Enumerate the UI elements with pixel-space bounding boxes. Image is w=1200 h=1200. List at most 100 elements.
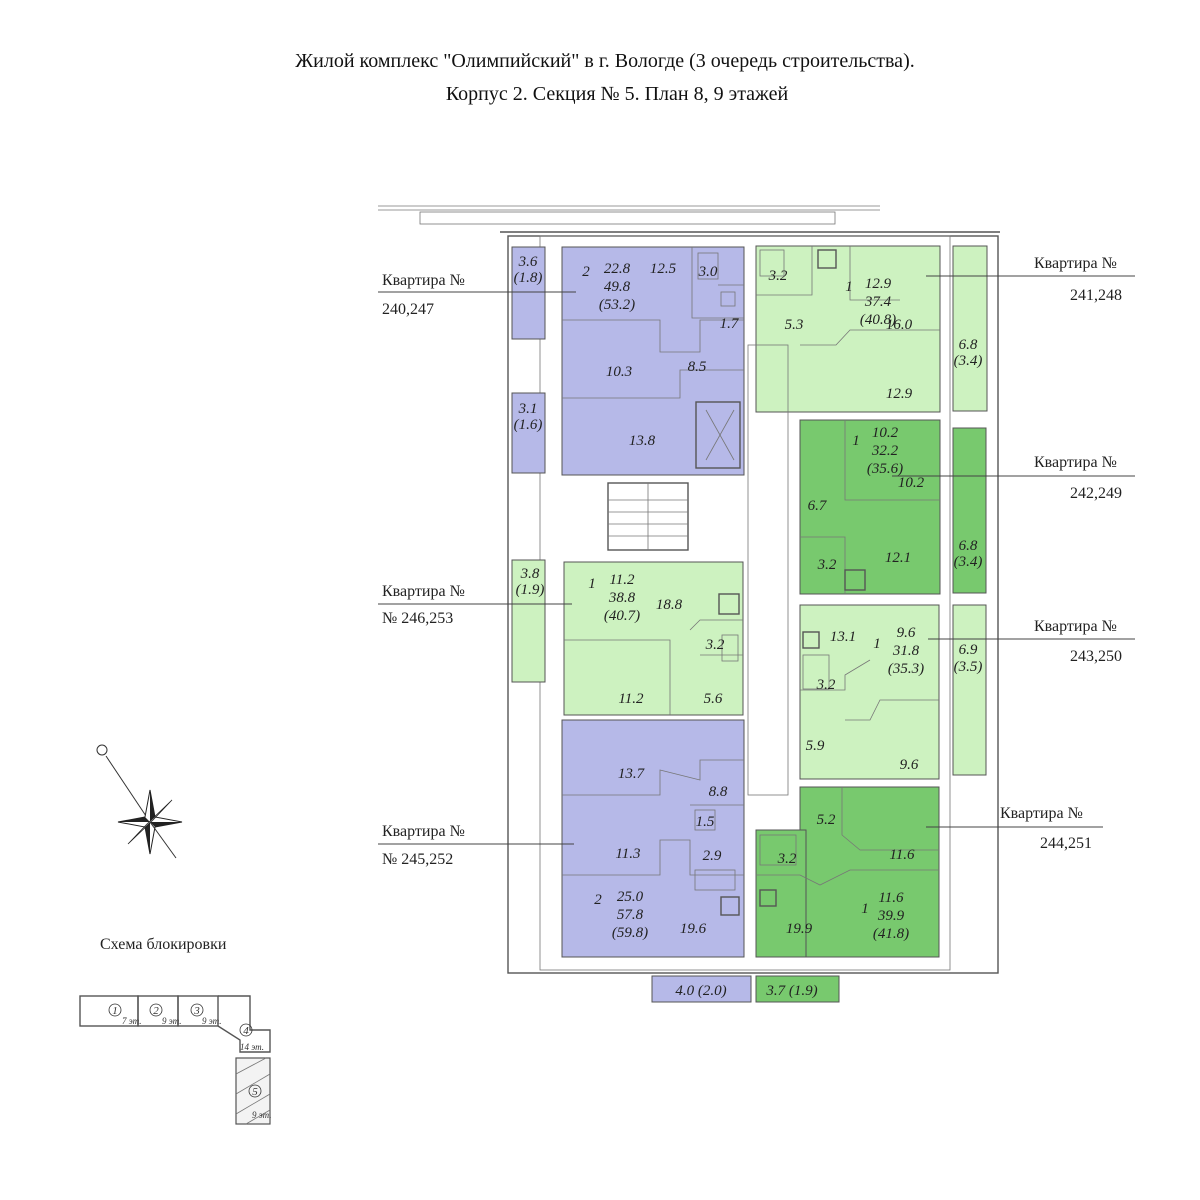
scheme-block-2: 2 xyxy=(153,1005,159,1017)
apt-245-label: Квартира № xyxy=(382,823,465,840)
apt-245-living-area: 25.0 xyxy=(617,889,644,905)
apartment-245-252[interactable] xyxy=(561,719,752,1003)
apartment-244-251[interactable] xyxy=(755,786,940,1003)
room-area-a241-hall: 5.3 xyxy=(785,317,804,333)
label-apt-245-252[interactable]: Квартира № № 245,252 xyxy=(378,823,574,868)
room-area-a246-kitchen: 18.8 xyxy=(656,597,683,613)
scheme-block-4: 4 xyxy=(243,1025,249,1037)
room-area-a240-kitchen: 12.5 xyxy=(650,261,677,277)
apt-241-label: Квартира № xyxy=(1034,255,1117,272)
room-area-a244-hall: 5.2 xyxy=(817,812,836,828)
apt-245-numbers: № 245,252 xyxy=(382,851,453,868)
room-area-a243-kitchen: 13.1 xyxy=(830,629,856,645)
scheme-floors-1: 7 эт. xyxy=(122,1016,141,1026)
room-area-a240-balcony2: 3.1 xyxy=(518,401,538,417)
apt-243-total-area: 31.8 xyxy=(892,643,920,659)
apt-242-total-with-balcony: (35.6) xyxy=(867,461,903,477)
room-area-a241-room: 12.9 xyxy=(886,386,913,402)
apt-240-living-area: 22.8 xyxy=(604,261,631,277)
room-area-a245-hall: 8.8 xyxy=(709,784,728,800)
room-area-a244-balcony: 3.7 (1.9) xyxy=(765,983,817,999)
room-area-a242-balcony-eff: (3.4) xyxy=(954,554,983,570)
room-area-a245-wc: 1.5 xyxy=(696,814,715,830)
room-area-a240-bath: 3.0 xyxy=(698,264,718,280)
room-area-a245-balcony: 4.0 (2.0) xyxy=(675,983,726,999)
plan-title-line2: Корпус 2. Секция № 5. План 8, 9 этажей xyxy=(446,83,789,105)
room-area-a246-balcony-eff: (1.9) xyxy=(516,582,545,598)
apartment-246-253[interactable] xyxy=(511,559,744,716)
apt-240-label: Квартира № xyxy=(382,272,465,289)
label-apt-240-247[interactable]: Квартира № 240,247 xyxy=(378,272,576,318)
room-area-a243-bath: 3.2 xyxy=(816,677,836,693)
room-area-a243-balcony-eff: (3.5) xyxy=(954,659,983,675)
apt-242-total-area: 32.2 xyxy=(871,443,899,459)
apt-243-numbers: 243,250 xyxy=(1070,648,1122,665)
room-area-a246-bath: 3.2 xyxy=(705,637,725,653)
label-apt-246-253[interactable]: Квартира № № 246,253 xyxy=(378,583,572,627)
apt-244-living-area: 11.6 xyxy=(878,890,904,906)
room-area-a244-kitchen: 19.9 xyxy=(786,921,813,937)
apt-244-label: Квартира № xyxy=(1000,805,1083,822)
room-area-a245-kitchen: 19.6 xyxy=(680,921,707,937)
room-area-a242-balcony: 6.8 xyxy=(959,538,978,554)
room-area-a240-balcony2-eff: (1.6) xyxy=(514,417,543,433)
scheme-floors-4: 14 эт. xyxy=(240,1042,264,1052)
room-area-a243-hall: 5.9 xyxy=(806,738,825,754)
label-apt-242-249[interactable]: Квартира № 242,249 xyxy=(892,454,1135,502)
apt-246-rooms-count: 1 xyxy=(588,576,596,592)
apt-244-total-area: 39.9 xyxy=(877,908,905,924)
apt-243-rooms-count: 1 xyxy=(873,636,881,652)
apt-244-numbers: 244,251 xyxy=(1040,835,1092,852)
label-apt-244-251[interactable]: Квартира № 244,251 xyxy=(926,805,1103,852)
room-area-a242-room: 10.2 xyxy=(898,475,925,491)
apt-243-living-area: 9.6 xyxy=(897,625,916,641)
room-area-a241-balcony-eff: (3.4) xyxy=(954,353,983,369)
room-area-a240-room1: 10.3 xyxy=(606,364,632,380)
scheme-block-1: 1 xyxy=(112,1005,118,1017)
room-area-a240-hall: 8.5 xyxy=(688,359,707,375)
room-area-a241-balcony: 6.8 xyxy=(959,337,978,353)
apt-245-rooms-count: 2 xyxy=(594,892,602,908)
apt-242-rooms-count: 1 xyxy=(852,433,860,449)
scheme-block-3: 3 xyxy=(193,1005,200,1017)
building-outline xyxy=(378,205,1000,974)
scheme-floors-5: 9 эт. xyxy=(252,1110,271,1120)
room-area-a243-balcony: 6.9 xyxy=(959,642,978,658)
apt-240-total-area: 49.8 xyxy=(604,279,631,295)
room-area-a246-hall: 5.6 xyxy=(704,691,723,707)
apt-243-total-with-balcony: (35.3) xyxy=(888,661,924,677)
apt-242-living-area: 10.2 xyxy=(872,425,899,441)
apartment-240-247[interactable] xyxy=(511,246,745,476)
room-area-a241-bath: 3.2 xyxy=(768,268,788,284)
room-area-a245-room1: 13.7 xyxy=(618,766,646,782)
stairwell xyxy=(607,344,789,796)
room-area-a240-balcony1: 3.6 xyxy=(518,254,538,270)
room-area-a240-room2: 13.8 xyxy=(629,433,656,449)
apartment-241-248[interactable] xyxy=(755,245,988,413)
room-area-a246-room: 11.2 xyxy=(618,691,644,707)
compass-rose-icon xyxy=(96,744,183,859)
apt-240-numbers: 240,247 xyxy=(382,301,434,318)
apt-244-rooms-count: 1 xyxy=(861,901,869,917)
apt-246-label: Квартира № xyxy=(382,583,465,600)
apt-241-living-area: 12.9 xyxy=(865,276,892,292)
scheme-floors-2: 9 эт. xyxy=(162,1016,181,1026)
room-area-a244-bath: 3.2 xyxy=(777,851,797,867)
apt-241-total-area: 37.4 xyxy=(864,294,892,310)
blocking-scheme xyxy=(79,995,271,1125)
room-area-a241-kitchen: 16.0 xyxy=(886,317,913,333)
room-area-a240-balcony1-eff: (1.8) xyxy=(514,270,543,286)
plan-title-line1: Жилой комплекс "Олимпийский" в г. Вологд… xyxy=(295,50,914,72)
apt-246-living-area: 11.2 xyxy=(609,572,635,588)
apartment-242-249[interactable] xyxy=(799,419,987,595)
room-area-a242-kitchen: 12.1 xyxy=(885,550,911,566)
label-apt-241-248[interactable]: Квартира № 241,248 xyxy=(926,255,1135,304)
room-area-a245-bath: 2.9 xyxy=(703,848,722,864)
room-area-a245-room2: 11.3 xyxy=(615,846,640,862)
apartment-243-250[interactable] xyxy=(799,604,987,780)
apt-246-total-with-balcony: (40.7) xyxy=(604,608,640,624)
label-apt-243-250[interactable]: Квартира № 243,250 xyxy=(928,618,1135,665)
apt-240-total-with-balcony: (53.2) xyxy=(599,297,635,313)
